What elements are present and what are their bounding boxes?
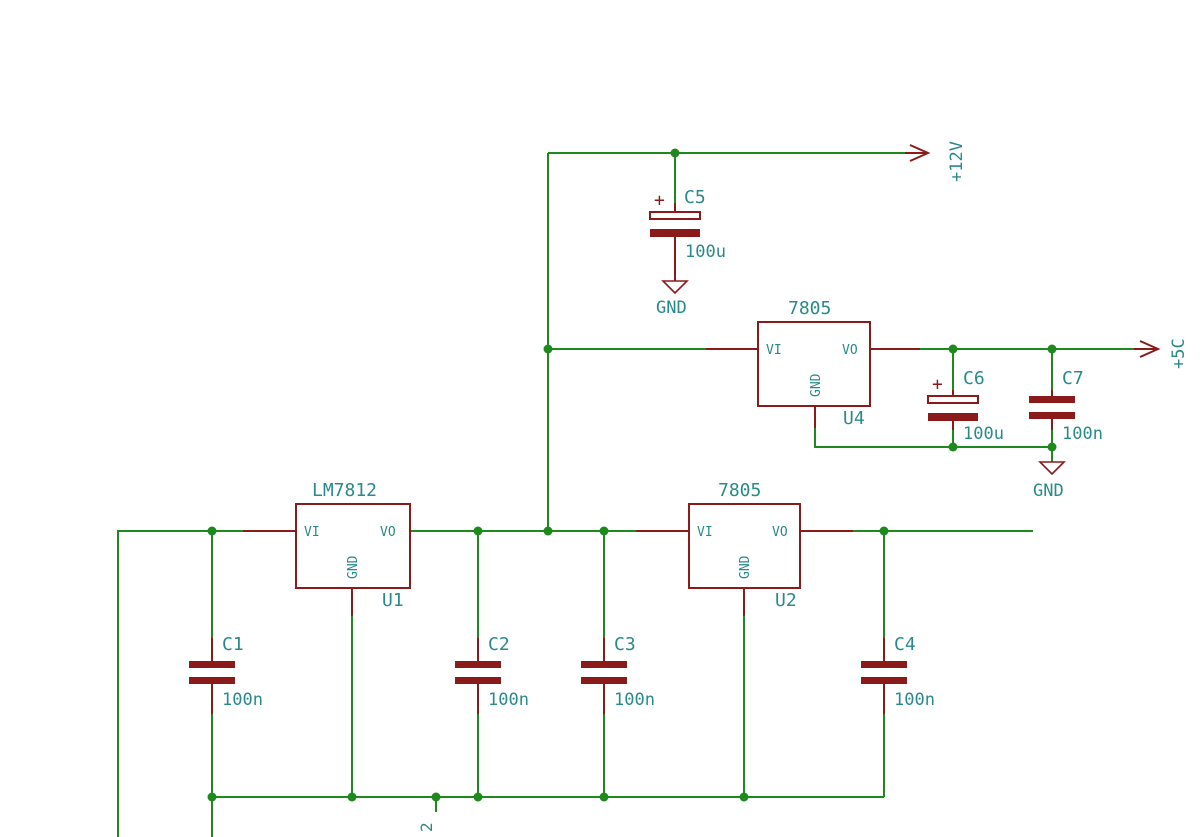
c7-ref: C7 xyxy=(1062,368,1084,389)
u4-body xyxy=(757,321,871,407)
wire-u4-gnd xyxy=(814,428,1052,448)
u2-pin-vo: VO xyxy=(772,525,788,540)
c1-plate-top xyxy=(189,661,235,668)
regulator-u2[interactable]: 7805 VI VO GND U2 xyxy=(636,480,853,616)
c6-plate-bottom xyxy=(928,413,978,421)
c7-gnd-label: GND xyxy=(1033,481,1064,501)
c5-plate-bottom xyxy=(650,229,700,237)
c5-polarity: + xyxy=(654,190,665,211)
regulator-u1[interactable]: LM7812 VI VO GND U1 xyxy=(243,480,411,616)
junction-dot xyxy=(543,344,553,354)
c2-ref: C2 xyxy=(488,634,510,655)
junction-dot xyxy=(948,344,958,354)
c7-plate-bottom xyxy=(1029,412,1075,419)
junction-dot xyxy=(599,526,609,536)
c3-plate-top xyxy=(581,661,627,668)
junction-dot xyxy=(670,148,680,158)
u1-body xyxy=(295,503,411,589)
c5-value: 100u xyxy=(685,242,726,262)
capacitor-c4[interactable]: C4 100n xyxy=(861,634,935,714)
u1-name: LM7812 xyxy=(312,480,377,501)
junction-dot xyxy=(543,526,553,536)
junction-dot xyxy=(473,526,483,536)
u1-pin-gnd: GND xyxy=(346,555,361,579)
c1-value: 100n xyxy=(222,690,263,710)
u2-body xyxy=(688,503,801,589)
c3-ref: C3 xyxy=(614,634,636,655)
power-port-5v[interactable]: +5C xyxy=(1134,338,1189,369)
c4-value: 100n xyxy=(894,690,935,710)
capacitor-c3[interactable]: C3 100n xyxy=(581,634,655,714)
u2-pin-gnd: GND xyxy=(738,555,753,579)
c1-plate-bottom xyxy=(189,677,235,684)
capacitor-c1[interactable]: C1 100n xyxy=(189,634,263,714)
junction-dot xyxy=(879,526,889,536)
u2-ref: U2 xyxy=(775,590,797,611)
connector-pin-label: 2 xyxy=(417,822,436,832)
gnd-symbol-icon xyxy=(1038,461,1066,476)
c4-ref: C4 xyxy=(894,634,916,655)
u1-pin-vi: VI xyxy=(304,525,320,540)
wire-input-left xyxy=(117,530,243,837)
capacitor-c5[interactable]: + C5 100u GND xyxy=(649,187,726,318)
u4-ref: U4 xyxy=(843,408,865,429)
junction-dot xyxy=(347,792,357,802)
c4-plate-bottom xyxy=(861,677,907,684)
connector-fragment: 2 xyxy=(417,822,436,832)
u4-pin-gnd: GND xyxy=(809,373,824,397)
c6-value: 100u xyxy=(963,424,1004,444)
u2-name: 7805 xyxy=(718,480,761,501)
junction-dot xyxy=(599,792,609,802)
c5-ref: C5 xyxy=(684,187,706,208)
junction-dot xyxy=(1047,442,1057,452)
net-12v-label: +12V xyxy=(947,141,967,182)
junction-dot xyxy=(473,792,483,802)
capacitor-c6[interactable]: + C6 100u xyxy=(927,368,1004,444)
c2-value: 100n xyxy=(488,690,529,710)
c4-plate-top xyxy=(861,661,907,668)
c2-plate-top xyxy=(455,661,501,668)
c6-plate-top xyxy=(927,395,979,404)
regulator-u4[interactable]: 7805 VI VO GND U4 xyxy=(706,298,920,429)
c5-plate-top xyxy=(649,211,701,220)
u1-ref: U1 xyxy=(382,590,404,611)
junction-dot xyxy=(207,792,217,802)
junction-dot xyxy=(207,526,217,536)
c6-polarity: + xyxy=(932,374,943,395)
capacitor-c2[interactable]: C2 100n xyxy=(455,634,529,714)
net-5v-label: +5C xyxy=(1169,338,1189,369)
c7-value: 100n xyxy=(1062,424,1103,444)
gnd-symbol-icon xyxy=(661,280,689,295)
wires xyxy=(117,152,1150,837)
junction-dot xyxy=(948,442,958,452)
c3-value: 100n xyxy=(614,690,655,710)
c3-plate-bottom xyxy=(581,677,627,684)
junction-dot xyxy=(431,792,441,802)
junction-dot xyxy=(739,792,749,802)
junction-dot xyxy=(1047,344,1057,354)
c2-plate-bottom xyxy=(455,677,501,684)
c7-plate-top xyxy=(1029,396,1075,403)
u1-pin-vo: VO xyxy=(380,525,396,540)
junctions xyxy=(207,148,1057,802)
c1-ref: C1 xyxy=(222,634,244,655)
u4-pin-vi: VI xyxy=(766,343,782,358)
c5-gnd-label: GND xyxy=(656,298,687,318)
power-port-12v[interactable]: +12V xyxy=(905,141,967,182)
u2-pin-vi: VI xyxy=(697,525,713,540)
u4-name: 7805 xyxy=(788,298,831,319)
capacitor-c7[interactable]: C7 100n GND xyxy=(1029,368,1103,501)
c6-ref: C6 xyxy=(963,368,985,389)
u4-pin-vo: VO xyxy=(842,343,858,358)
